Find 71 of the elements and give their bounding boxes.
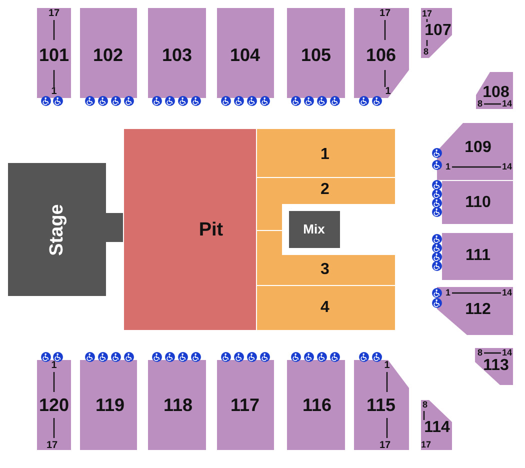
section-number: 107 (424, 23, 452, 39)
pit-area (124, 129, 256, 330)
row-number: 17 (48, 9, 60, 19)
row-number: 17 (46, 441, 58, 451)
section-number: 117 (230, 396, 260, 414)
section-number: 113 (483, 358, 509, 374)
seating-section (476, 72, 513, 109)
row-number: 1 (51, 87, 57, 97)
row-number: 14 (502, 162, 512, 172)
seating-section (421, 400, 452, 450)
seating-section (37, 360, 71, 450)
section-number: 106 (366, 46, 396, 64)
seating-section (354, 8, 409, 98)
section-number: 120 (38, 396, 70, 414)
section-number: 114 (424, 420, 450, 436)
section-number: 4 (320, 300, 330, 316)
seating-section (437, 287, 513, 335)
mix-label: Mix (303, 222, 325, 236)
seating-section (217, 8, 274, 98)
seating-section (287, 8, 345, 98)
row-number: 17 (379, 9, 391, 19)
section-number: 108 (482, 85, 510, 101)
section-number: 109 (464, 140, 492, 156)
floor-section (257, 129, 395, 177)
row-number: 1 (446, 162, 450, 172)
stage-label: Stage (48, 204, 66, 256)
seating-section (437, 123, 513, 180)
section-number: 102 (92, 46, 124, 64)
row-number: 1 (385, 87, 391, 97)
section-number: 110 (465, 195, 491, 211)
seating-section (442, 233, 513, 280)
section-number: 104 (230, 46, 260, 64)
seating-section (148, 360, 206, 450)
pit-label: Pit (198, 220, 224, 240)
mix-position (289, 211, 340, 248)
section-number: 1 (320, 147, 330, 163)
seating-section (217, 360, 274, 450)
section-number: 115 (366, 396, 396, 414)
row-number: 8 (424, 48, 428, 56)
seating-section (80, 360, 137, 450)
seating-section (287, 360, 345, 450)
row-number: 8 (478, 100, 482, 108)
row-number: 17 (422, 10, 432, 18)
seating-section (354, 360, 409, 450)
seating-section (421, 8, 452, 58)
row-number: 8 (478, 348, 482, 358)
section-number: 118 (163, 396, 193, 414)
section-number: 3 (320, 262, 330, 278)
section-number: 101 (38, 46, 70, 64)
stage-block (8, 163, 123, 296)
floor-section (257, 286, 395, 330)
seating-section (442, 181, 513, 224)
section-number: 103 (162, 46, 192, 64)
seating-section (37, 8, 71, 98)
section-number: 116 (302, 396, 332, 414)
row-number: 14 (502, 288, 512, 298)
section-number: 2 (320, 182, 330, 198)
row-number: 14 (502, 348, 512, 358)
seating-section (148, 8, 206, 98)
row-number: 1 (51, 361, 57, 371)
row-number: 1 (384, 361, 390, 371)
seating-section (80, 8, 137, 98)
row-number: 14 (502, 100, 512, 108)
section-number: 119 (95, 396, 125, 414)
row-number: 8 (422, 400, 428, 410)
section-number: 111 (466, 248, 490, 264)
section-number: 105 (300, 46, 332, 64)
row-number: 17 (379, 441, 391, 451)
row-number: 17 (421, 440, 431, 450)
row-number: 1 (446, 288, 450, 298)
section-number: 112 (465, 302, 491, 318)
